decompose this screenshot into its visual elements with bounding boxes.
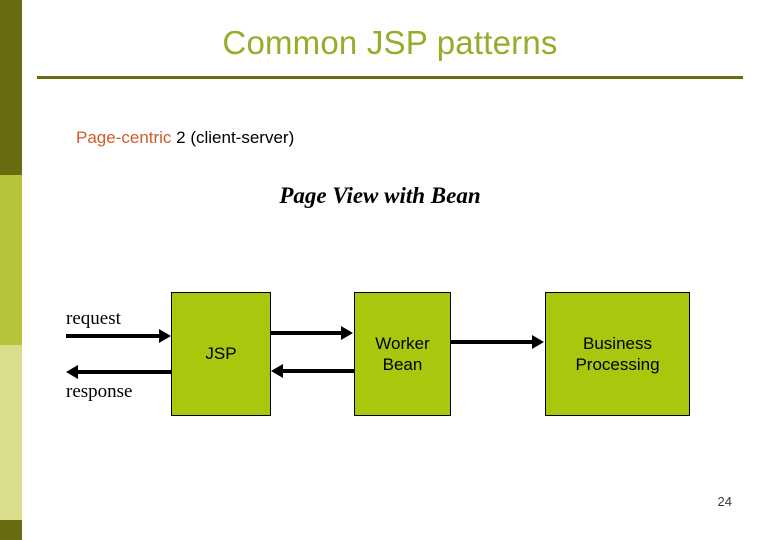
left-accent-bar-olive (0, 175, 22, 345)
page-title: Common JSP patterns (222, 24, 558, 61)
request-arrow-line (66, 334, 162, 338)
subheading: Page-centric 2 (client-server) (76, 128, 294, 148)
pattern-name: Page View with Bean (279, 183, 481, 208)
left-accent-bar-dark (0, 0, 22, 175)
slide-number: 24 (717, 494, 732, 509)
worker-to-jsp-arrow-line (283, 369, 354, 373)
box-business-processing: Business Processing (545, 292, 690, 416)
box-jsp: JSP (171, 292, 271, 416)
title-divider (37, 76, 743, 79)
box-worker-bean: Worker Bean (354, 292, 451, 416)
worker-to-jsp-arrow-head-icon (271, 364, 283, 378)
jsp-to-worker-arrow-head-icon (341, 326, 353, 340)
subheading-rest: 2 (client-server) (171, 128, 295, 147)
subheading-highlight: Page-centric (76, 128, 172, 147)
response-arrow-head-icon (66, 365, 78, 379)
worker-to-business-arrow-head-icon (532, 335, 544, 349)
left-accent-bar-bottom (0, 520, 22, 540)
worker-to-business-arrow-line (451, 340, 533, 344)
response-arrow-line (78, 370, 172, 374)
request-arrow-head-icon (159, 329, 171, 343)
label-request: request (66, 308, 121, 329)
jsp-to-worker-arrow-line (271, 331, 343, 335)
left-accent-bar-light (0, 345, 22, 520)
label-response: response (66, 381, 133, 402)
